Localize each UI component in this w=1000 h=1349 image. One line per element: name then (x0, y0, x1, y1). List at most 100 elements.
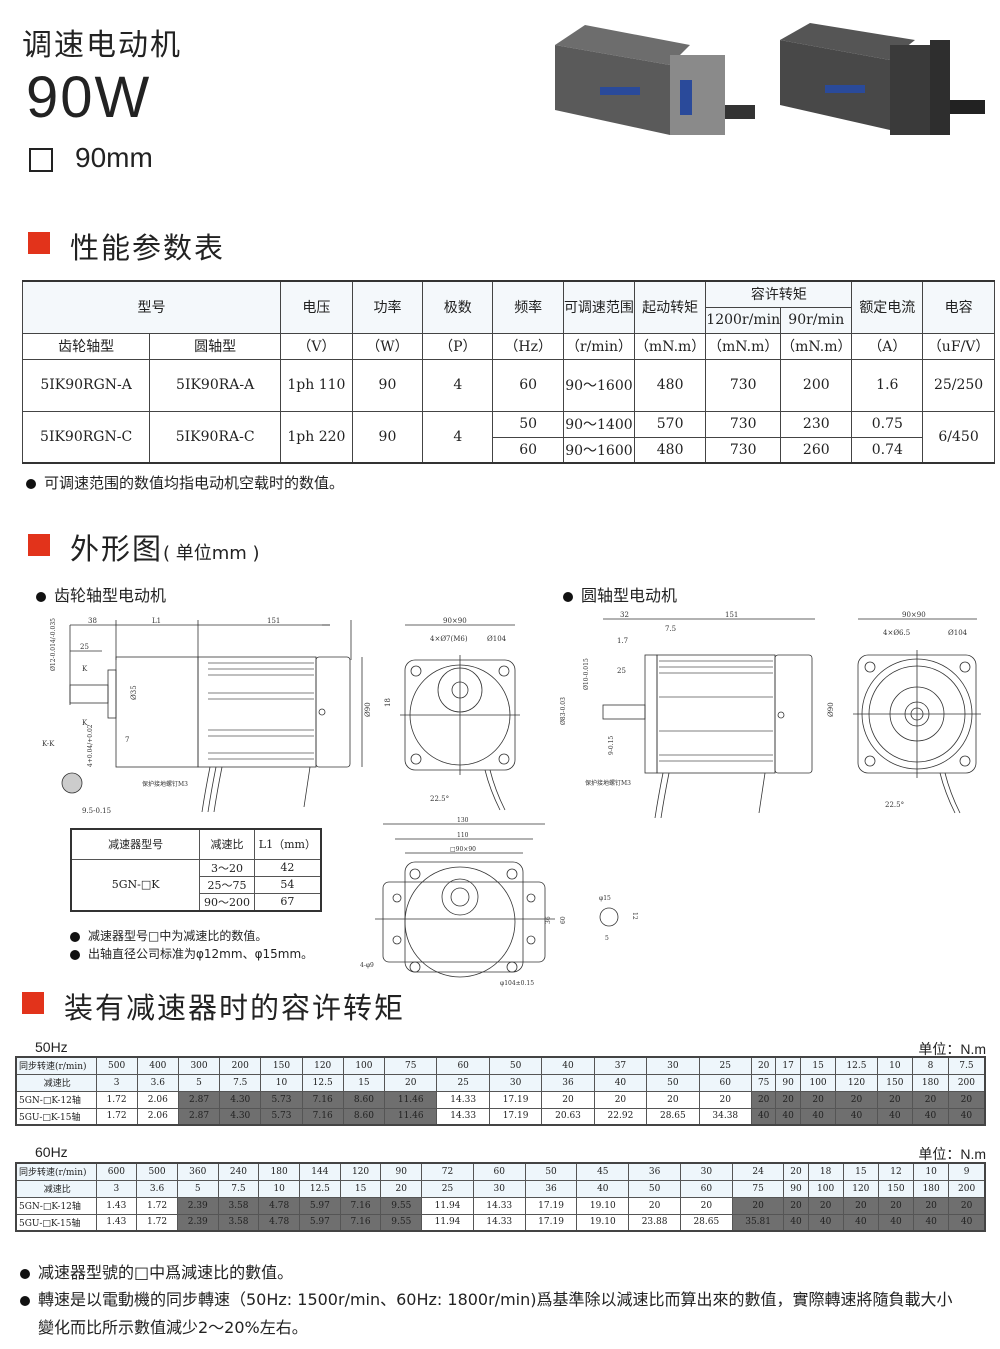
table-cell: 20 (842, 1196, 879, 1215)
svg-text:φ104±0.15: φ104±0.15 (500, 980, 534, 987)
table-cell: 120 (301, 1056, 344, 1075)
table-cell: 150 (877, 1179, 915, 1198)
table-cell: 17.19 (488, 1090, 543, 1109)
svg-text:22.5°: 22.5° (885, 801, 904, 809)
table-cell: 1.72 (136, 1213, 178, 1232)
table-cell: 12 (877, 1162, 915, 1181)
table-cell: 3.6 (136, 1179, 178, 1198)
table-cell: 7.16 (301, 1107, 344, 1126)
table-cell: 30 (488, 1073, 543, 1092)
table-cell: 20 (912, 1090, 949, 1109)
table-cell: 50 (628, 1179, 681, 1198)
row-label: 减速比 (15, 1179, 97, 1198)
table-cell: 40 (576, 1179, 630, 1198)
table-cell: 40 (912, 1107, 949, 1126)
table-cell: 20 (731, 1196, 785, 1215)
table-cell: 40 (775, 1107, 801, 1126)
table-cell: 2.39 (176, 1196, 219, 1215)
header-voltage: 电压 (280, 280, 353, 334)
table-cell: 11.94 (421, 1213, 474, 1232)
svg-text:22.5°: 22.5° (430, 795, 449, 803)
table-cell: 7.16 (301, 1090, 344, 1109)
table-cell: 3 (95, 1179, 138, 1198)
table-cell: 11.46 (384, 1107, 438, 1126)
table-cell: 20 (783, 1196, 809, 1215)
table-cell: 11.94 (421, 1196, 474, 1215)
unit-label: 单位：N.m (918, 1146, 986, 1162)
gear-motor-drawing: 38 L1 151 25 Ø12-0.014/-0.035 K K Ø35 Ø9… (42, 617, 520, 815)
header-start-torque: 起动转矩 (633, 280, 707, 334)
table-cell: 25 (698, 1056, 752, 1075)
table-cell: 5.97 (299, 1196, 341, 1215)
table-cell: 23.88 (628, 1213, 681, 1232)
svg-text:Ø90: Ø90 (364, 702, 372, 717)
row-label: 同步转速(r/min) (15, 1056, 97, 1075)
table-cell: 20 (628, 1196, 681, 1215)
table-cell: 7.5 (217, 1179, 260, 1198)
table-cell: 17.19 (524, 1213, 578, 1232)
table-cell: 18 (807, 1162, 844, 1181)
table-cell: 240 (217, 1162, 260, 1181)
product-power: 90W (26, 65, 152, 130)
table-cell: 9.55 (380, 1196, 423, 1215)
table-cell: 11.46 (384, 1090, 438, 1109)
table-cell: 90 (783, 1179, 809, 1198)
table-cell: 600 (95, 1162, 138, 1181)
table-cell: 24 (731, 1162, 785, 1181)
table-cell: 40 (593, 1073, 648, 1092)
svg-text:151: 151 (725, 611, 738, 619)
svg-text:K: K (82, 719, 88, 727)
table-cell: 15 (799, 1056, 837, 1075)
table-cell: 360 (176, 1162, 219, 1181)
table-cell: 25 (436, 1073, 490, 1092)
gear-motor-photo (555, 25, 755, 135)
table-cell: 37 (593, 1056, 648, 1075)
svg-text:Ø12-0.014/-0.035: Ø12-0.014/-0.035 (50, 618, 57, 671)
table-cell: 20 (948, 1196, 986, 1215)
table-cell: 4.30 (219, 1090, 262, 1109)
table-cell: 1.72 (136, 1196, 178, 1215)
table-cell: 20 (876, 1090, 914, 1109)
table-cell: 3.6 (136, 1073, 179, 1092)
table-cell: 30 (472, 1179, 526, 1198)
bullet-icon (70, 931, 80, 942)
table-cell: 90 (380, 1162, 423, 1181)
row-label: 5GU-□K-15轴 (15, 1107, 97, 1126)
bullet-icon (20, 1268, 30, 1279)
svg-text:Ø104: Ø104 (487, 635, 507, 643)
section-title-performance: 性能参数表 (70, 231, 226, 265)
header-90: 90r/min (780, 306, 853, 334)
table-cell: 45 (576, 1162, 630, 1181)
svg-text:Ø35: Ø35 (130, 685, 138, 700)
svg-text:4-φ9: 4-φ9 (360, 962, 374, 969)
svg-text:110: 110 (457, 832, 469, 839)
table-cell: 20 (384, 1073, 438, 1092)
row-label: 5GN-□K-12轴 (15, 1196, 97, 1215)
bullet-icon (563, 591, 573, 602)
table-cell: 28.65 (646, 1107, 700, 1126)
table-cell: 3.58 (217, 1196, 260, 1215)
table-cell: 9 (948, 1162, 986, 1181)
gear-motor-label: 齿轮轴型电动机 (36, 582, 166, 606)
header-allowable-torque: 容许转矩 (705, 280, 853, 308)
svg-text:φ15: φ15 (599, 895, 611, 902)
table-cell: 20 (835, 1090, 878, 1109)
table-cell: 20 (750, 1056, 777, 1075)
header-gear-type: 齿轮轴型 (21, 332, 151, 360)
table-cell: 75 (750, 1073, 777, 1092)
gear-note: 出轴直径公司标准为φ12mm、φ15mm。 (70, 945, 313, 962)
table-cell: 15 (842, 1162, 879, 1181)
svg-text:32: 32 (620, 611, 629, 619)
section-title-allowable-torque: 装有减速器时的容许转矩 (64, 991, 406, 1025)
svg-text:60: 60 (560, 916, 567, 924)
table-cell: 40 (835, 1107, 878, 1126)
svg-text:151: 151 (267, 617, 280, 625)
